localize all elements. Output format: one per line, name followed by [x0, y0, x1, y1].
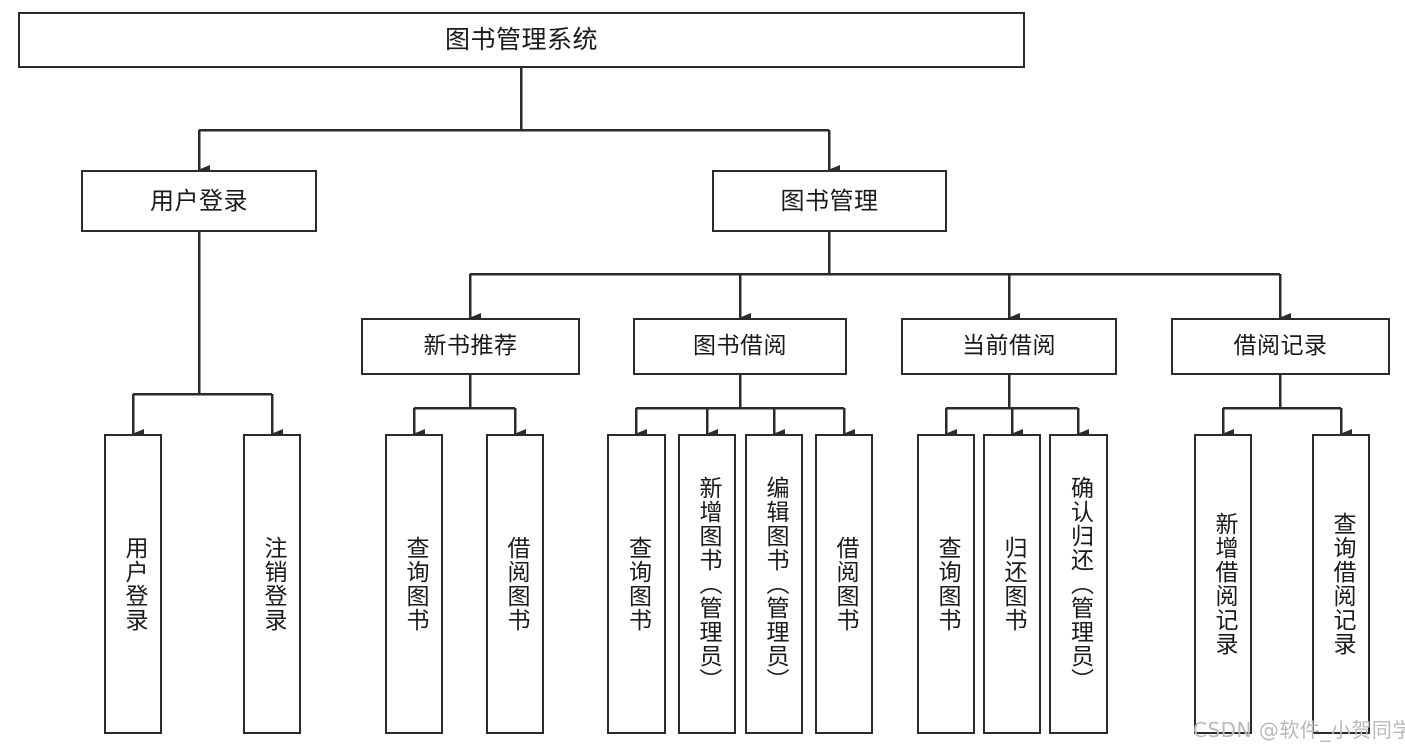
- node-leaf-edit-book[interactable]: 编辑图书（管理员）: [745, 434, 803, 734]
- node-label: 查询图书: [933, 536, 960, 632]
- node-label: 新书推荐: [423, 332, 518, 359]
- node-label: 图书管理系统: [444, 25, 598, 54]
- node-label: 新增借阅记录: [1210, 512, 1237, 656]
- node-n-book-borrow[interactable]: 图书借阅: [633, 318, 847, 375]
- node-leaf-add-record[interactable]: 新增借阅记录: [1194, 434, 1252, 734]
- node-label: 当前借阅: [962, 332, 1056, 359]
- node-label: 图书借阅: [693, 332, 787, 359]
- node-label: 借阅图书: [831, 536, 858, 632]
- node-label: 用户登录: [120, 536, 147, 632]
- node-leaf-add-book[interactable]: 新增图书（管理员）: [678, 434, 736, 734]
- node-n-book-mgmt[interactable]: 图书管理: [712, 170, 947, 232]
- node-label: 查询借阅记录: [1328, 512, 1355, 656]
- node-label: 借阅记录: [1233, 332, 1328, 359]
- node-label: 归还图书: [999, 536, 1026, 632]
- node-label: 图书管理: [780, 186, 879, 215]
- node-leaf-borrow-book-2[interactable]: 借阅图书: [815, 434, 873, 734]
- node-leaf-confirm-return[interactable]: 确认归还（管理员）: [1049, 434, 1108, 734]
- node-n-current-borrow[interactable]: 当前借阅: [901, 318, 1117, 375]
- node-label: 查询图书: [624, 536, 651, 632]
- node-leaf-query-book-3[interactable]: 查询图书: [917, 434, 975, 734]
- watermark: CSDN @软件_小贺同学: [1193, 718, 1405, 742]
- node-n-new-book-rec[interactable]: 新书推荐: [361, 318, 580, 375]
- node-leaf-query-book-2[interactable]: 查询图书: [607, 434, 666, 734]
- node-label: 注销登录: [259, 536, 286, 632]
- node-leaf-logout[interactable]: 注销登录: [243, 434, 301, 734]
- node-leaf-user-login[interactable]: 用户登录: [104, 434, 162, 734]
- node-n-user-login[interactable]: 用户登录: [81, 170, 317, 232]
- node-label: 查询图书: [401, 536, 428, 632]
- node-label: 确认归还（管理员）: [1066, 476, 1093, 692]
- node-label: 新增图书（管理员）: [694, 476, 721, 692]
- node-root[interactable]: 图书管理系统: [18, 12, 1025, 68]
- node-label: 借阅图书: [502, 536, 529, 632]
- node-leaf-borrow-book-1[interactable]: 借阅图书: [486, 434, 544, 734]
- node-leaf-query-book-1[interactable]: 查询图书: [385, 434, 443, 734]
- node-leaf-query-record[interactable]: 查询借阅记录: [1312, 434, 1370, 734]
- node-label: 编辑图书（管理员）: [761, 476, 788, 692]
- node-leaf-return-book[interactable]: 归还图书: [983, 434, 1041, 734]
- node-label: 用户登录: [150, 186, 248, 215]
- node-n-borrow-record[interactable]: 借阅记录: [1171, 318, 1390, 375]
